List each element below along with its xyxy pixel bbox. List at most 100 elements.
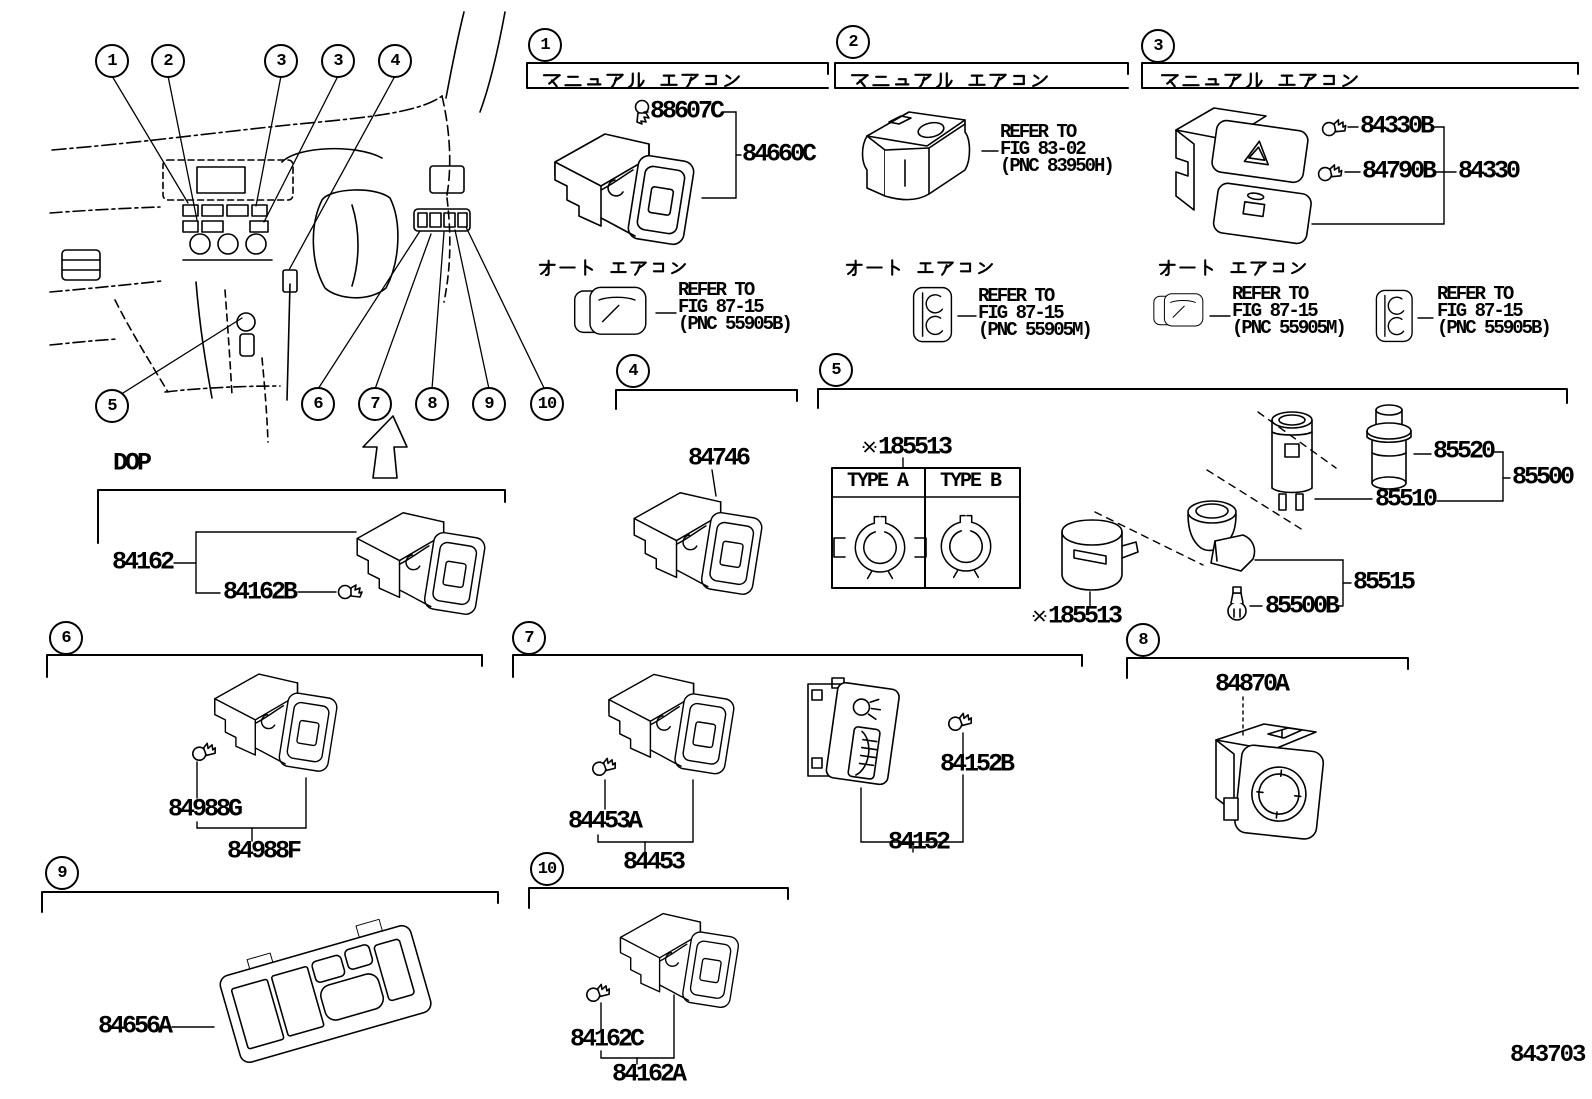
section2-manual-ac-header — [850, 70, 1050, 90]
kana-glyph — [1160, 74, 1179, 88]
kana-glyph — [542, 74, 561, 88]
kana-glyph — [978, 262, 994, 275]
section-marker-8: 8 — [1126, 623, 1160, 657]
section1-manual-ac-header — [542, 70, 742, 90]
kana-glyph — [914, 73, 932, 89]
refer-s3-auto-right: REFER TO FIG 87-15 (PNC 55905B) — [1437, 283, 1552, 339]
kana-glyph — [584, 259, 594, 276]
label-85500: 85500 — [1512, 462, 1575, 492]
label-clip-185513: 185513 — [862, 435, 953, 460]
refer-s3-auto-left: REFER TO FIG 87-15 (PNC 55905M) — [1232, 283, 1347, 339]
assembly-dashed-lines — [1094, 411, 1337, 566]
label-84453a: 84453A — [568, 806, 643, 836]
label-85510: 85510 — [1375, 484, 1438, 514]
reference-mark-icon — [1032, 610, 1047, 622]
bulb-84152b-icon — [945, 710, 975, 733]
label-84790b: 84790B — [1362, 156, 1437, 186]
label-85515: 85515 — [1353, 567, 1416, 597]
kana-glyph — [671, 262, 687, 275]
hazard-switch-84330-drawing — [1175, 107, 1312, 245]
kana-glyph — [1230, 262, 1248, 274]
label-84152: 84152 — [888, 827, 951, 857]
section1-auto-ac-header — [538, 258, 688, 277]
kana-glyph — [653, 262, 665, 273]
rheostat-84152-drawing — [807, 677, 900, 786]
kana-glyph — [538, 259, 556, 277]
kana-glyph — [1299, 73, 1317, 89]
label-84162b: 84162B — [223, 577, 298, 607]
dash-callout-4: 3 — [321, 44, 355, 78]
bulb-84162b-icon — [337, 584, 363, 600]
kana-glyph — [559, 266, 576, 269]
section-marker-2: 2 — [836, 25, 870, 59]
label-holder-185513: 185513 — [1032, 604, 1123, 629]
page-code: 843703 — [1510, 1042, 1586, 1069]
kana-glyph — [1179, 266, 1196, 269]
refer-s2-main: REFER TO FIG 83-02 (PNC 83950H) — [1000, 121, 1115, 177]
bulb-85500b-icon — [1227, 586, 1247, 621]
kana-glyph — [1013, 74, 1025, 86]
section-brackets — [41, 62, 1579, 913]
kana-glyph — [1273, 262, 1285, 273]
kana-glyph — [586, 78, 602, 86]
dash-callout-2: 2 — [151, 44, 185, 78]
kana-glyph — [705, 74, 717, 86]
label-85500b: 85500B — [1265, 591, 1340, 621]
bulb-84790b-icon — [1316, 162, 1344, 183]
label-84656a: 84656A — [98, 1011, 173, 1041]
label-type-b: TYPE B — [940, 470, 1002, 494]
kana-glyph — [1291, 262, 1307, 275]
switch-84453-drawing — [608, 673, 736, 776]
label-84162: 84162 — [112, 547, 175, 577]
kana-glyph — [606, 73, 624, 89]
kana-glyph — [610, 262, 628, 274]
switch-84162a-drawing — [619, 912, 741, 1010]
kana-glyph — [1158, 259, 1176, 277]
kana-glyph — [845, 259, 863, 277]
kana-glyph — [1182, 75, 1200, 87]
kana-glyph — [1204, 78, 1220, 86]
dash-callout-6: 5 — [95, 389, 129, 423]
kana-glyph — [894, 78, 910, 86]
bezel-84656a-drawing — [219, 918, 432, 1064]
label-84988f: 84988F — [227, 836, 302, 866]
section3-manual-ac-header — [1160, 70, 1360, 90]
kana-glyph — [1323, 74, 1335, 86]
dash-callout-1: 1 — [95, 44, 129, 78]
label-85520: 85520 — [1433, 436, 1496, 466]
kana-glyph — [968, 74, 986, 86]
kana-glyph — [866, 266, 883, 269]
label-84870a: 84870A — [1215, 669, 1290, 699]
kana-glyph — [1245, 72, 1263, 89]
label-84162c: 84162C — [570, 1024, 645, 1054]
section-marker-7: 7 — [512, 621, 546, 655]
kana-glyph — [1278, 74, 1296, 86]
dash-callout-8: 7 — [358, 387, 392, 421]
up-arrow-icon — [362, 415, 408, 479]
dash-callout-3: 3 — [264, 44, 298, 78]
kana-glyph — [917, 262, 935, 274]
label-84330: 84330 — [1458, 156, 1521, 186]
section-marker-1: 1 — [528, 28, 562, 62]
kana-glyph — [1204, 259, 1214, 276]
label-84162a: 84162A — [612, 1059, 687, 1089]
heater-control-unit-drawing — [861, 111, 971, 201]
auto-ac-switch-s1-drawing — [573, 286, 647, 335]
refer-s1-auto: REFER TO FIG 87-15 (PNC 55905B) — [678, 279, 793, 335]
mirror-switch-84870a-drawing — [1215, 723, 1325, 840]
label-84330b: 84330B — [1360, 111, 1435, 141]
dashboard-illustration — [49, 11, 546, 479]
callout-leader-lines — [111, 75, 546, 394]
kana-glyph — [564, 75, 582, 87]
bulb-84330b-icon — [1320, 117, 1348, 138]
section-marker-3: 3 — [1141, 29, 1175, 63]
kana-glyph — [960, 262, 972, 273]
dash-callout-5: 4 — [378, 44, 412, 78]
label-84660c: 84660C — [742, 139, 817, 169]
clip-type-a-lugs — [833, 537, 927, 558]
section-marker-5: 5 — [819, 353, 853, 387]
section2-auto-ac-header — [845, 258, 995, 277]
plug-85520-drawing — [1366, 404, 1412, 490]
dash-callout-9: 8 — [415, 387, 449, 421]
